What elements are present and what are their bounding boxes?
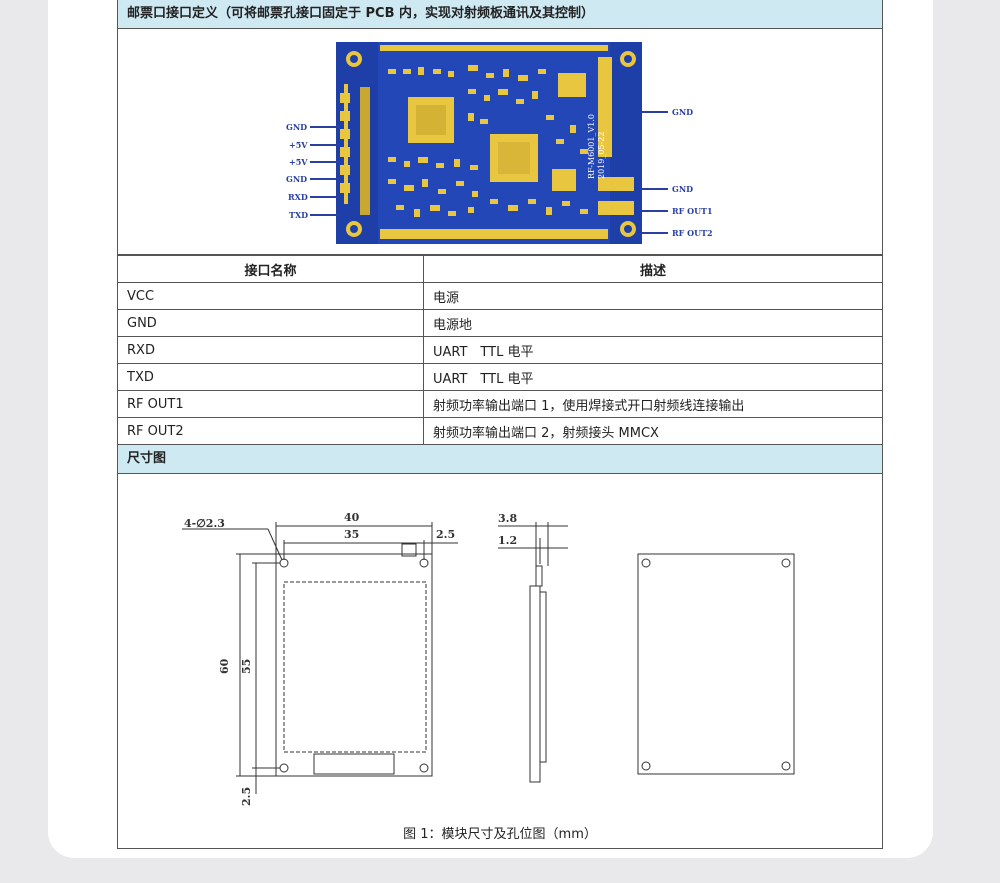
table-cell-name: GND [118,309,424,337]
pin-label-gnd-1: GND [286,122,307,132]
table-cell-name: RF OUT1 [118,390,424,418]
side-view-shield [539,591,547,763]
table-header-name: 接口名称 [118,255,424,283]
dim-width-35: 35 [344,528,359,541]
section-title-interface: 邮票口接口定义（可将邮票孔接口固定于 PCB 内，实现对射频板通讯及其控制） [118,0,882,29]
side-view-board [529,585,541,783]
pin-label-gnd-2: GND [286,174,307,184]
table-cell-name: VCC [118,282,424,310]
figure-caption: 图 1：模块尺寸及孔位图（mm） [403,827,597,842]
document: 邮票口接口定义（可将邮票孔接口固定于 PCB 内，实现对射频板通讯及其控制） [117,0,883,849]
hole-top-left [279,558,289,568]
table-header-desc: 描述 [423,255,882,283]
front-view-shield [283,581,427,753]
hole-bottom-left [279,763,289,773]
back-view-outline [637,553,795,775]
table-cell-desc: 射频功率输出端口 2，射频接头 MMCX [423,417,882,445]
pin-label-rf-out2: RF OUT2 [672,228,713,238]
table-cell-name: TXD [118,363,424,391]
table-cell-desc: 电源 [423,282,882,310]
table-cell-desc: UART TTL 电平 [423,336,882,364]
table-cell-desc: 射频功率输出端口 1，使用焊接式开口射频线连接输出 [423,390,882,418]
dim-width-40: 40 [344,511,360,524]
section-title-dimensions: 尺寸图 [118,445,882,474]
pcb-silkscreen: RF-M6001_V1.0 2019_05-22 [587,114,606,179]
pcb-image: RF-M6001_V1.0 2019_05-22 GND +5V +5V GND… [286,42,713,244]
pcb-figure: RF-M6001_V1.0 2019_05-22 GND +5V +5V GND… [118,29,882,255]
table-cell-name: RXD [118,336,424,364]
pin-label-rxd: RXD [288,192,308,202]
table-header-row: 接口名称 描述 [118,255,882,283]
front-view-connector [313,753,395,775]
left-edge-pads [340,84,350,204]
front-view-rf-port [401,543,417,557]
hole-top-right [419,558,429,568]
right-pin-lines [642,111,668,234]
dim-height-60: 60 [218,658,231,674]
dim-height-55: 55 [240,659,253,674]
hole-bottom-right [419,763,429,773]
dimension-labels: 4-∅2.3 40 35 2.5 60 55 2.5 3.8 1.2 [184,511,517,806]
pin-label-txd: TXD [289,210,308,220]
pin-label-rf-out1: RF OUT1 [672,206,713,216]
connector-strip [360,87,370,215]
pin-label-gnd-3: GND [672,107,693,117]
left-pin-labels: GND +5V +5V GND RXD TXD [286,122,308,220]
silk-text-model: RF-M6001_V1.0 [587,114,596,179]
right-pin-labels: GND GND RF OUT1 RF OUT2 [672,107,713,238]
dim-thickness-1-2: 1.2 [498,534,517,547]
pin-label-5v-2: +5V [289,157,308,167]
dim-offset-2-5-top: 2.5 [436,528,455,541]
front-view-outline [275,553,433,777]
table-cell-name: RF OUT2 [118,417,424,445]
dimension-drawing: 4-∅2.3 40 35 2.5 60 55 2.5 3.8 1.2 [182,511,795,806]
dim-thickness-3-8: 3.8 [498,512,517,525]
table-cell-desc: 电源地 [423,309,882,337]
hole-size-label: 4-∅2.3 [184,517,225,530]
pin-label-gnd-4: GND [672,184,693,194]
smd-components [388,65,588,217]
silk-text-date: 2019_05-22 [597,132,606,179]
table-cell-desc: UART TTL 电平 [423,363,882,391]
left-pin-lines [310,126,340,216]
dimension-figure: 4-∅2.3 40 35 2.5 60 55 2.5 3.8 1.2 图 1：模… [118,474,882,848]
dim-offset-2-5-bottom: 2.5 [240,787,253,806]
pin-label-5v-1: +5V [289,140,308,150]
